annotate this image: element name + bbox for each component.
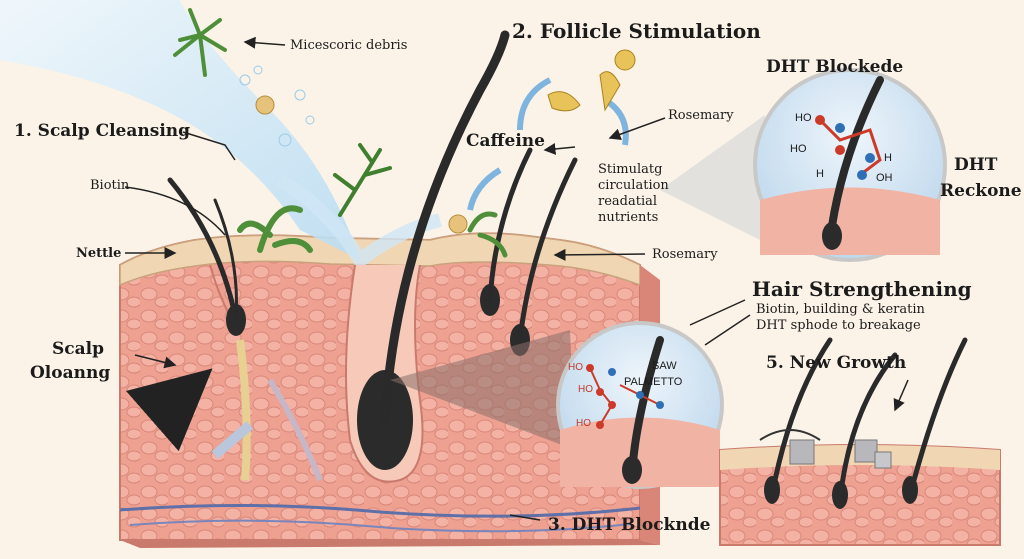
label-dht-blocknde: 3. DHT Blocknde bbox=[548, 515, 711, 535]
label-dht-blocked-title: DHT Blockede bbox=[766, 57, 904, 77]
label-dht-reckone-2: Reckone bbox=[940, 181, 1022, 201]
label-scalp-1: Scalp bbox=[52, 339, 104, 359]
label-rosemary-mid: Rosemary bbox=[652, 247, 718, 262]
label-hs-line2: DHT sphode to breakage bbox=[756, 318, 921, 333]
label-dht-reckone-1: DHT bbox=[954, 155, 998, 175]
label-scalp-cleansing: 1. Scalp Cleansing bbox=[14, 121, 191, 141]
label-stimulate-1: Stimulatg bbox=[598, 162, 663, 177]
mol-bot-palmetto: PALMETTO bbox=[624, 376, 683, 388]
new-growth-block bbox=[719, 337, 1001, 546]
label-caffeine: Caffeine bbox=[466, 131, 545, 151]
mol-top-h2: H bbox=[816, 168, 824, 180]
mol-bot-ho1: HO bbox=[568, 362, 583, 373]
label-follicle-stimulation: 2. Follicle Stimulation bbox=[512, 19, 761, 43]
follicles bbox=[125, 30, 578, 483]
dht-magnify-top bbox=[660, 68, 947, 262]
label-stimulate-3: readatial bbox=[598, 194, 658, 209]
mol-top-h1: H bbox=[884, 152, 892, 164]
mol-top-ho1: HO bbox=[795, 112, 812, 124]
label-nettle: Nettle bbox=[76, 246, 122, 261]
leader-lines bbox=[124, 36, 909, 521]
circulation-arrows bbox=[467, 49, 636, 211]
mol-top-ho2: HO bbox=[790, 143, 807, 155]
herb-leaves bbox=[173, 8, 508, 258]
label-new-growth: 5. New Growth bbox=[766, 353, 907, 373]
label-rosemary-top: Rosemary bbox=[668, 108, 734, 123]
water-stream bbox=[0, 0, 442, 271]
label-microscopic-debris: Micescoric debris bbox=[290, 38, 408, 53]
label-hair-strengthening: Hair Strengthening bbox=[752, 277, 972, 301]
label-hs-line1: Biotin, building & keratin bbox=[756, 302, 925, 317]
label-stimulate-4: nutrients bbox=[598, 210, 659, 225]
mol-top-oh: OH bbox=[876, 172, 893, 184]
mol-bot-ho2: HO bbox=[578, 384, 593, 395]
dht-magnify-bottom bbox=[390, 321, 724, 489]
label-stimulate-2: circulation bbox=[598, 178, 669, 193]
label-biotin: Biotin bbox=[90, 178, 130, 193]
mol-bot-saw: SAW bbox=[652, 360, 677, 372]
mol-bot-ho3: HO bbox=[576, 418, 591, 429]
label-scalp-2: Oloanng bbox=[30, 363, 111, 383]
